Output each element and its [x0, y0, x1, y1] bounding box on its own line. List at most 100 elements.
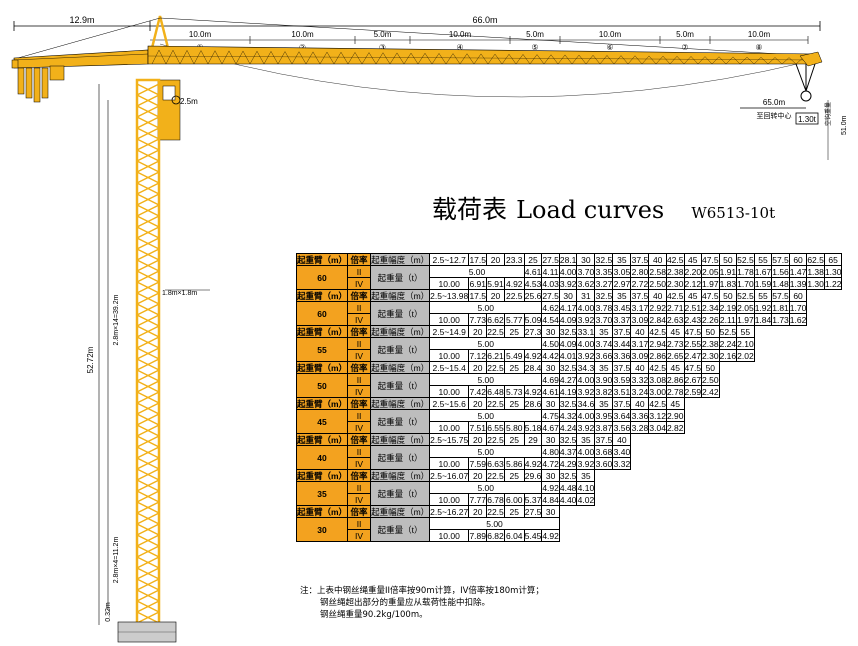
load-ii-cell: 1.47 — [788, 265, 808, 278]
radius-cell: 32.5 — [558, 469, 578, 482]
load-ii-cell: 3.45 — [612, 301, 632, 314]
load-ii-cell: 4.61 — [523, 265, 543, 278]
load-ii-cell: 1.56 — [771, 265, 790, 278]
load-ii-cell: 4.17 — [558, 301, 578, 314]
section-length: 10.0m — [189, 30, 212, 39]
radius-cell: 50 — [701, 325, 720, 338]
load-ii-cell: 3.17 — [630, 337, 650, 350]
load-iv-cell: 4.61 — [541, 385, 560, 398]
load-iv-cell: 3.32 — [612, 457, 632, 470]
load-ii-cell: 4.50 — [541, 337, 560, 350]
load-iv-cell: 5.18 — [523, 421, 543, 434]
load-ii-cell: 2.10 — [736, 337, 755, 350]
load-iv-cell: 7.73 — [468, 313, 488, 326]
radius-cell: 25.6 — [523, 289, 543, 302]
section-length: 5.0m — [374, 30, 392, 39]
jib-length-cell: 45 — [295, 409, 349, 434]
load-ii-cell: 4.32 — [558, 409, 578, 422]
radius-cell: 35 — [594, 397, 614, 410]
load-iv-cell: 4.92 — [523, 349, 543, 362]
chart-title: 载荷表 Load curves W6513-10t — [432, 190, 775, 226]
rate-header: 倍率 — [347, 397, 372, 410]
radius-cell: 40 — [648, 253, 667, 266]
load-iv-cell: 3.66 — [594, 349, 614, 362]
load-iv-cell: 4.54 — [541, 313, 560, 326]
radius-cell: 20 — [468, 361, 488, 374]
radius-cell: 20 — [486, 253, 505, 266]
load-iv-cell: 2.97 — [612, 277, 632, 290]
radius-cell: 47.5 — [701, 289, 720, 302]
radius-cell: 29 — [523, 433, 543, 446]
load-ii-cell: 4.11 — [541, 265, 560, 278]
radius-cell: 45 — [665, 325, 685, 338]
section-length: 10.0m — [599, 30, 622, 39]
load-ii-cell: 2.58 — [648, 265, 667, 278]
section-number: ⑤ — [531, 43, 538, 52]
counter-jib-length: 12.9m — [69, 15, 94, 25]
radius-cell: 25 — [503, 505, 525, 518]
load-iv-cell: 4.53 — [523, 277, 543, 290]
radius-header: 起重幅度（m） — [370, 397, 431, 410]
load-iv-cell: 5.77 — [503, 313, 525, 326]
radius-cell: 55 — [753, 289, 773, 302]
note-line: 钢丝绳超出部分的重量应从载荷性能中扣除。 — [320, 598, 491, 608]
radius-cell: 2.5~13.98 — [429, 289, 470, 302]
load-iv-cell: 4.03 — [541, 277, 560, 290]
load-ii-cell: 3.36 — [630, 409, 650, 422]
rate-iv-cell: IV — [347, 529, 372, 542]
jib-length-cell: 50 — [295, 373, 349, 398]
radius-cell: 40 — [630, 361, 650, 374]
load-iv-cell: 7.59 — [468, 457, 488, 470]
radius-cell: 45 — [665, 361, 685, 374]
section-length: 10.0m — [291, 30, 314, 39]
jib-length-cell: 40 — [295, 445, 349, 470]
radius-cell: 20 — [486, 289, 505, 302]
radius-cell: 35 — [594, 361, 614, 374]
mast-sections-height: 2.8m×14=39.2m — [113, 294, 120, 345]
radius-cell: 40 — [648, 289, 667, 302]
load-ii-cell: 2.20 — [683, 265, 703, 278]
load-ii-cell: 2.80 — [630, 265, 650, 278]
load-ii-cell: 3.78 — [594, 301, 614, 314]
section-length: 5.0m — [676, 30, 694, 39]
radius-cell: 37.5 — [630, 289, 650, 302]
radius-cell: 34.6 — [576, 397, 596, 410]
load-iv-cell: 4.92 — [523, 385, 543, 398]
load-iv-cell: 2.84 — [648, 313, 667, 326]
radius-cell: 35 — [576, 433, 596, 446]
section-length: 10.0m — [449, 30, 472, 39]
load-header: 起重量（t） — [370, 481, 431, 506]
rate-iv-cell: IV — [347, 421, 372, 434]
jib-header: 起重臂（m） — [295, 253, 349, 266]
load-ii-cell: 2.94 — [648, 337, 667, 350]
radius-cell: 20 — [468, 325, 488, 338]
head-offset: 2.5m — [180, 97, 198, 106]
load-ii-cell: 4.62 — [541, 301, 560, 314]
note-line: 注：上表中钢丝绳重量II倍率按90m计算，IV倍率按180m计算； — [300, 586, 544, 596]
hook-weight: 1.30t — [798, 115, 817, 124]
load-iv-cell: 3.92 — [576, 349, 596, 362]
load-ii-cell: 3.32 — [630, 373, 650, 386]
load-header: 起重量（t） — [370, 409, 431, 434]
load-iv-cell: 4.72 — [541, 457, 560, 470]
load-iv-cell: 2.86 — [648, 349, 667, 362]
load-ii-cell: 4.48 — [558, 481, 578, 494]
section-number: ③ — [379, 43, 386, 52]
load-iv-cell: 3.92 — [576, 385, 596, 398]
load-iv-cell: 2.72 — [630, 277, 650, 290]
load-ii-cell: 2.34 — [701, 301, 720, 314]
radius-cell: 22.5 — [486, 505, 505, 518]
section-number: ⑧ — [755, 43, 762, 52]
section-number: ② — [299, 43, 306, 52]
load-iv-cell: 7.12 — [468, 349, 488, 362]
radius-cell: 28.6 — [523, 397, 543, 410]
load-ii-cell: 2.67 — [683, 373, 703, 386]
load-ii-cell: 2.50 — [701, 373, 720, 386]
load-iv-cell: 3.60 — [594, 457, 614, 470]
load-ii-cell: 4.00 — [576, 337, 596, 350]
load-header: 起重量（t） — [370, 517, 431, 542]
operator-cab — [157, 79, 181, 141]
load-ii-cell: 2.55 — [683, 337, 703, 350]
jib-length-cell: 60 — [295, 301, 349, 326]
